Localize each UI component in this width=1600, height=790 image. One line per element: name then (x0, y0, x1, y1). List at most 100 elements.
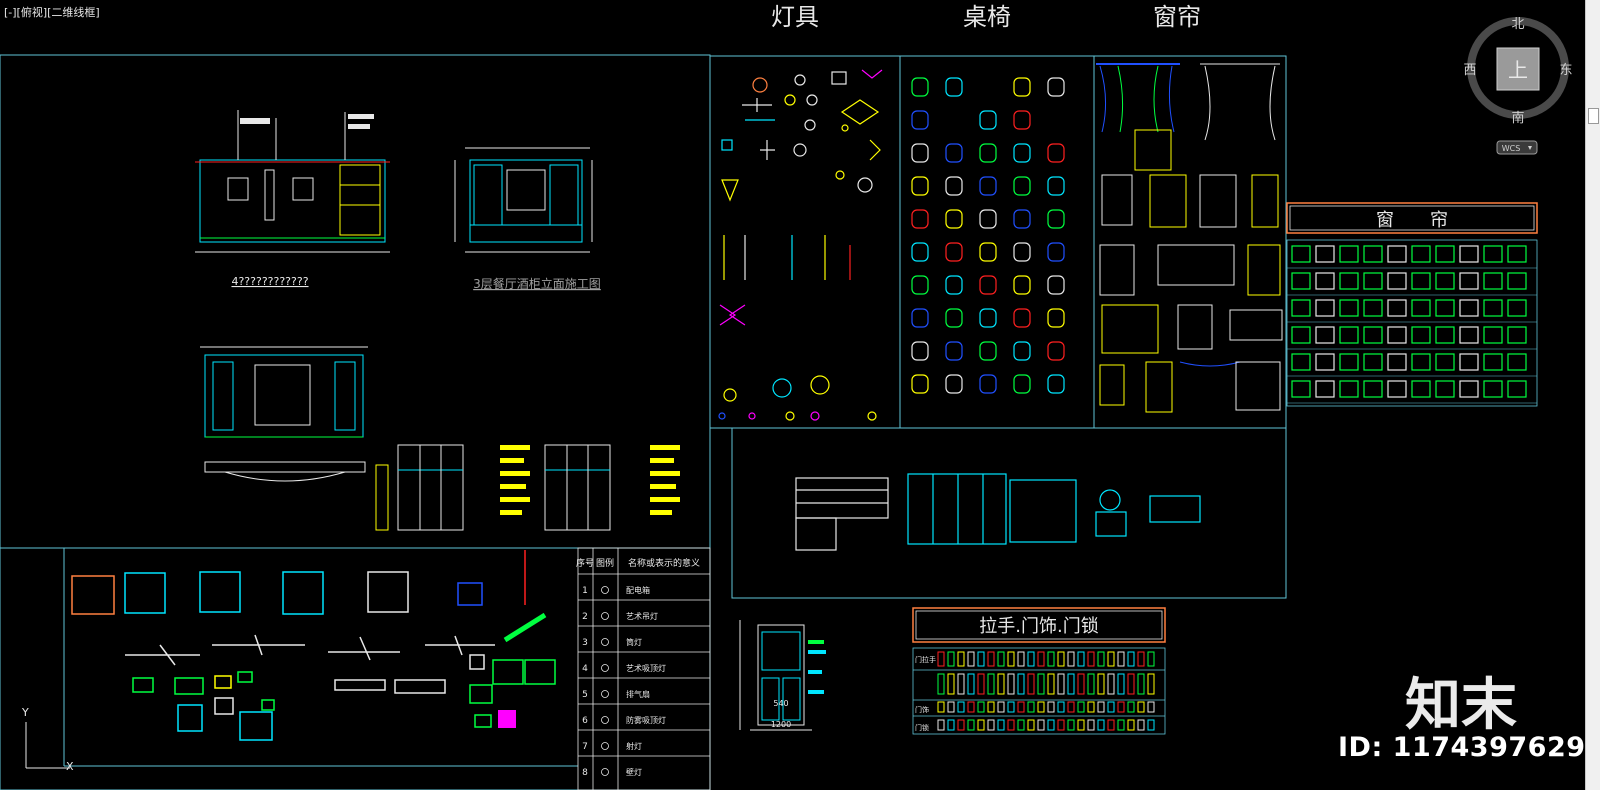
compass-east[interactable]: 东 (1559, 63, 1572, 78)
curtain-thumbnail (1507, 299, 1527, 317)
hardware-thumbnail (1027, 673, 1035, 695)
curtain-thumbnail (1291, 272, 1311, 290)
hardware-row-label: 门锁 (915, 723, 929, 732)
chair-symbol (945, 143, 963, 163)
vertical-scrollbar[interactable] (1585, 0, 1600, 790)
legend-row-name: 防雾吸顶灯 (626, 715, 666, 725)
hardware-row-label: 门拉手 (915, 655, 936, 664)
legend-row-name: 艺术吸顶灯 (626, 663, 666, 673)
curtain-thumbnail (1459, 380, 1479, 398)
compass-south[interactable]: 南 (1511, 110, 1524, 126)
lamp-symbols (718, 69, 883, 421)
hardware-thumbnail (1047, 673, 1055, 695)
hardware-thumbnail (947, 701, 955, 713)
hardware-thumbnail (1027, 701, 1035, 713)
hardware-thumbnail (1067, 673, 1075, 695)
chair-symbol (945, 242, 963, 262)
chair-symbol (1047, 209, 1065, 229)
curtain-thumbnail (1459, 326, 1479, 344)
chair-symbol (1013, 341, 1031, 361)
chair-symbol (1013, 242, 1031, 262)
hardware-thumbnail (947, 673, 955, 695)
wcs-menu-button[interactable] (1496, 140, 1538, 155)
chair-symbol (911, 275, 929, 295)
hardware-thumbnail (1047, 651, 1055, 667)
hardware-thumbnail (1097, 719, 1105, 731)
hardware-thumbnail (1017, 673, 1025, 695)
chair-symbol (979, 275, 997, 295)
viewport-controls[interactable]: [-][俯视][二维线框] (4, 6, 100, 19)
curtain-thumbnail (1387, 380, 1407, 398)
curtain-thumbnail (1363, 272, 1383, 290)
chair-symbol (1013, 143, 1031, 163)
elevation-drawing-b (454, 147, 593, 253)
hardware-thumbnail (1057, 701, 1065, 713)
curtain-thumbnail (1339, 299, 1359, 317)
chair-symbol (1013, 110, 1031, 130)
curtain-thumbnail (1507, 272, 1527, 290)
hardware-thumbnail (1097, 673, 1105, 695)
curtain-thumbnail (1291, 326, 1311, 344)
legend-row-name: 筒灯 (626, 637, 642, 647)
legend-row-number: 2 (582, 612, 588, 622)
chair-symbol (1013, 374, 1031, 394)
viewcube-top-face[interactable] (1496, 47, 1540, 91)
hardware-thumbnail (987, 651, 995, 667)
hardware-thumbnail (1017, 719, 1025, 731)
legend-row-number: 7 (582, 742, 588, 752)
svg-text:X: X (66, 760, 74, 773)
legend-symbol-icon (601, 612, 609, 620)
legend-symbol-icon (601, 638, 609, 646)
hardware-thumbnail (947, 719, 955, 731)
hardware-thumbnail (1007, 651, 1015, 667)
hardware-thumbnail (1147, 673, 1155, 695)
artwork-symbols (71, 550, 556, 741)
chair-symbol (945, 341, 963, 361)
legend-row-name: 配电箱 (626, 585, 650, 595)
elevation-b-caption: 3层餐厅酒柜立面施工图 (473, 276, 601, 291)
door-dimension-1200: 1200 (771, 720, 791, 729)
viewcube[interactable]: 上 北 南 东 西 WCS (1463, 17, 1573, 155)
watermark-id: ID: 1174397629 (1338, 732, 1586, 763)
chair-symbol (911, 209, 929, 229)
curtain-thumbnail (1339, 245, 1359, 263)
hardware-thumbnail (937, 651, 945, 667)
hardware-thumbnail (1147, 719, 1155, 731)
compass-north[interactable]: 北 (1511, 17, 1524, 32)
chair-symbol (979, 110, 997, 130)
hardware-thumbnail (937, 719, 945, 731)
curtain-thumbnail (1507, 353, 1527, 371)
hardware-thumbnail (977, 651, 985, 667)
hardware-thumbnail (1117, 719, 1125, 731)
hardware-thumbnail (1037, 719, 1045, 731)
hardware-thumbnail (997, 719, 1005, 731)
curtain-thumbnail (1363, 245, 1383, 263)
curtain-thumbnail (1483, 380, 1503, 398)
chair-symbol (979, 308, 997, 328)
chair-symbol (1047, 242, 1065, 262)
hardware-thumbnail (1027, 651, 1035, 667)
curtain-thumbnail (1291, 245, 1311, 263)
hardware-thumbnail (1077, 719, 1085, 731)
curtain-thumbnail (1291, 299, 1311, 317)
chair-symbol (1047, 341, 1065, 361)
curtain-thumbnail (1315, 353, 1335, 371)
lamps-panel (709, 55, 901, 429)
hardware-thumbnail (1037, 673, 1045, 695)
lamps-heading: 灯具 (771, 3, 819, 31)
curtain-thumbnail (1411, 245, 1431, 263)
curtain-thumbnail (1363, 299, 1383, 317)
chairs-heading: 桌椅 (963, 3, 1011, 31)
curtain-thumbnail (1483, 272, 1503, 290)
hardware-thumbnail (1147, 701, 1155, 713)
legend-symbol-icon (601, 768, 609, 776)
compass-west[interactable]: 西 (1463, 63, 1476, 78)
scrollbar-thumb[interactable] (1588, 108, 1599, 124)
hardware-thumbnail (967, 651, 975, 667)
ucs-icon: Y X (21, 706, 74, 773)
chair-symbol (945, 374, 963, 394)
hardware-thumbnail (987, 701, 995, 713)
hardware-thumbnail (1117, 651, 1125, 667)
